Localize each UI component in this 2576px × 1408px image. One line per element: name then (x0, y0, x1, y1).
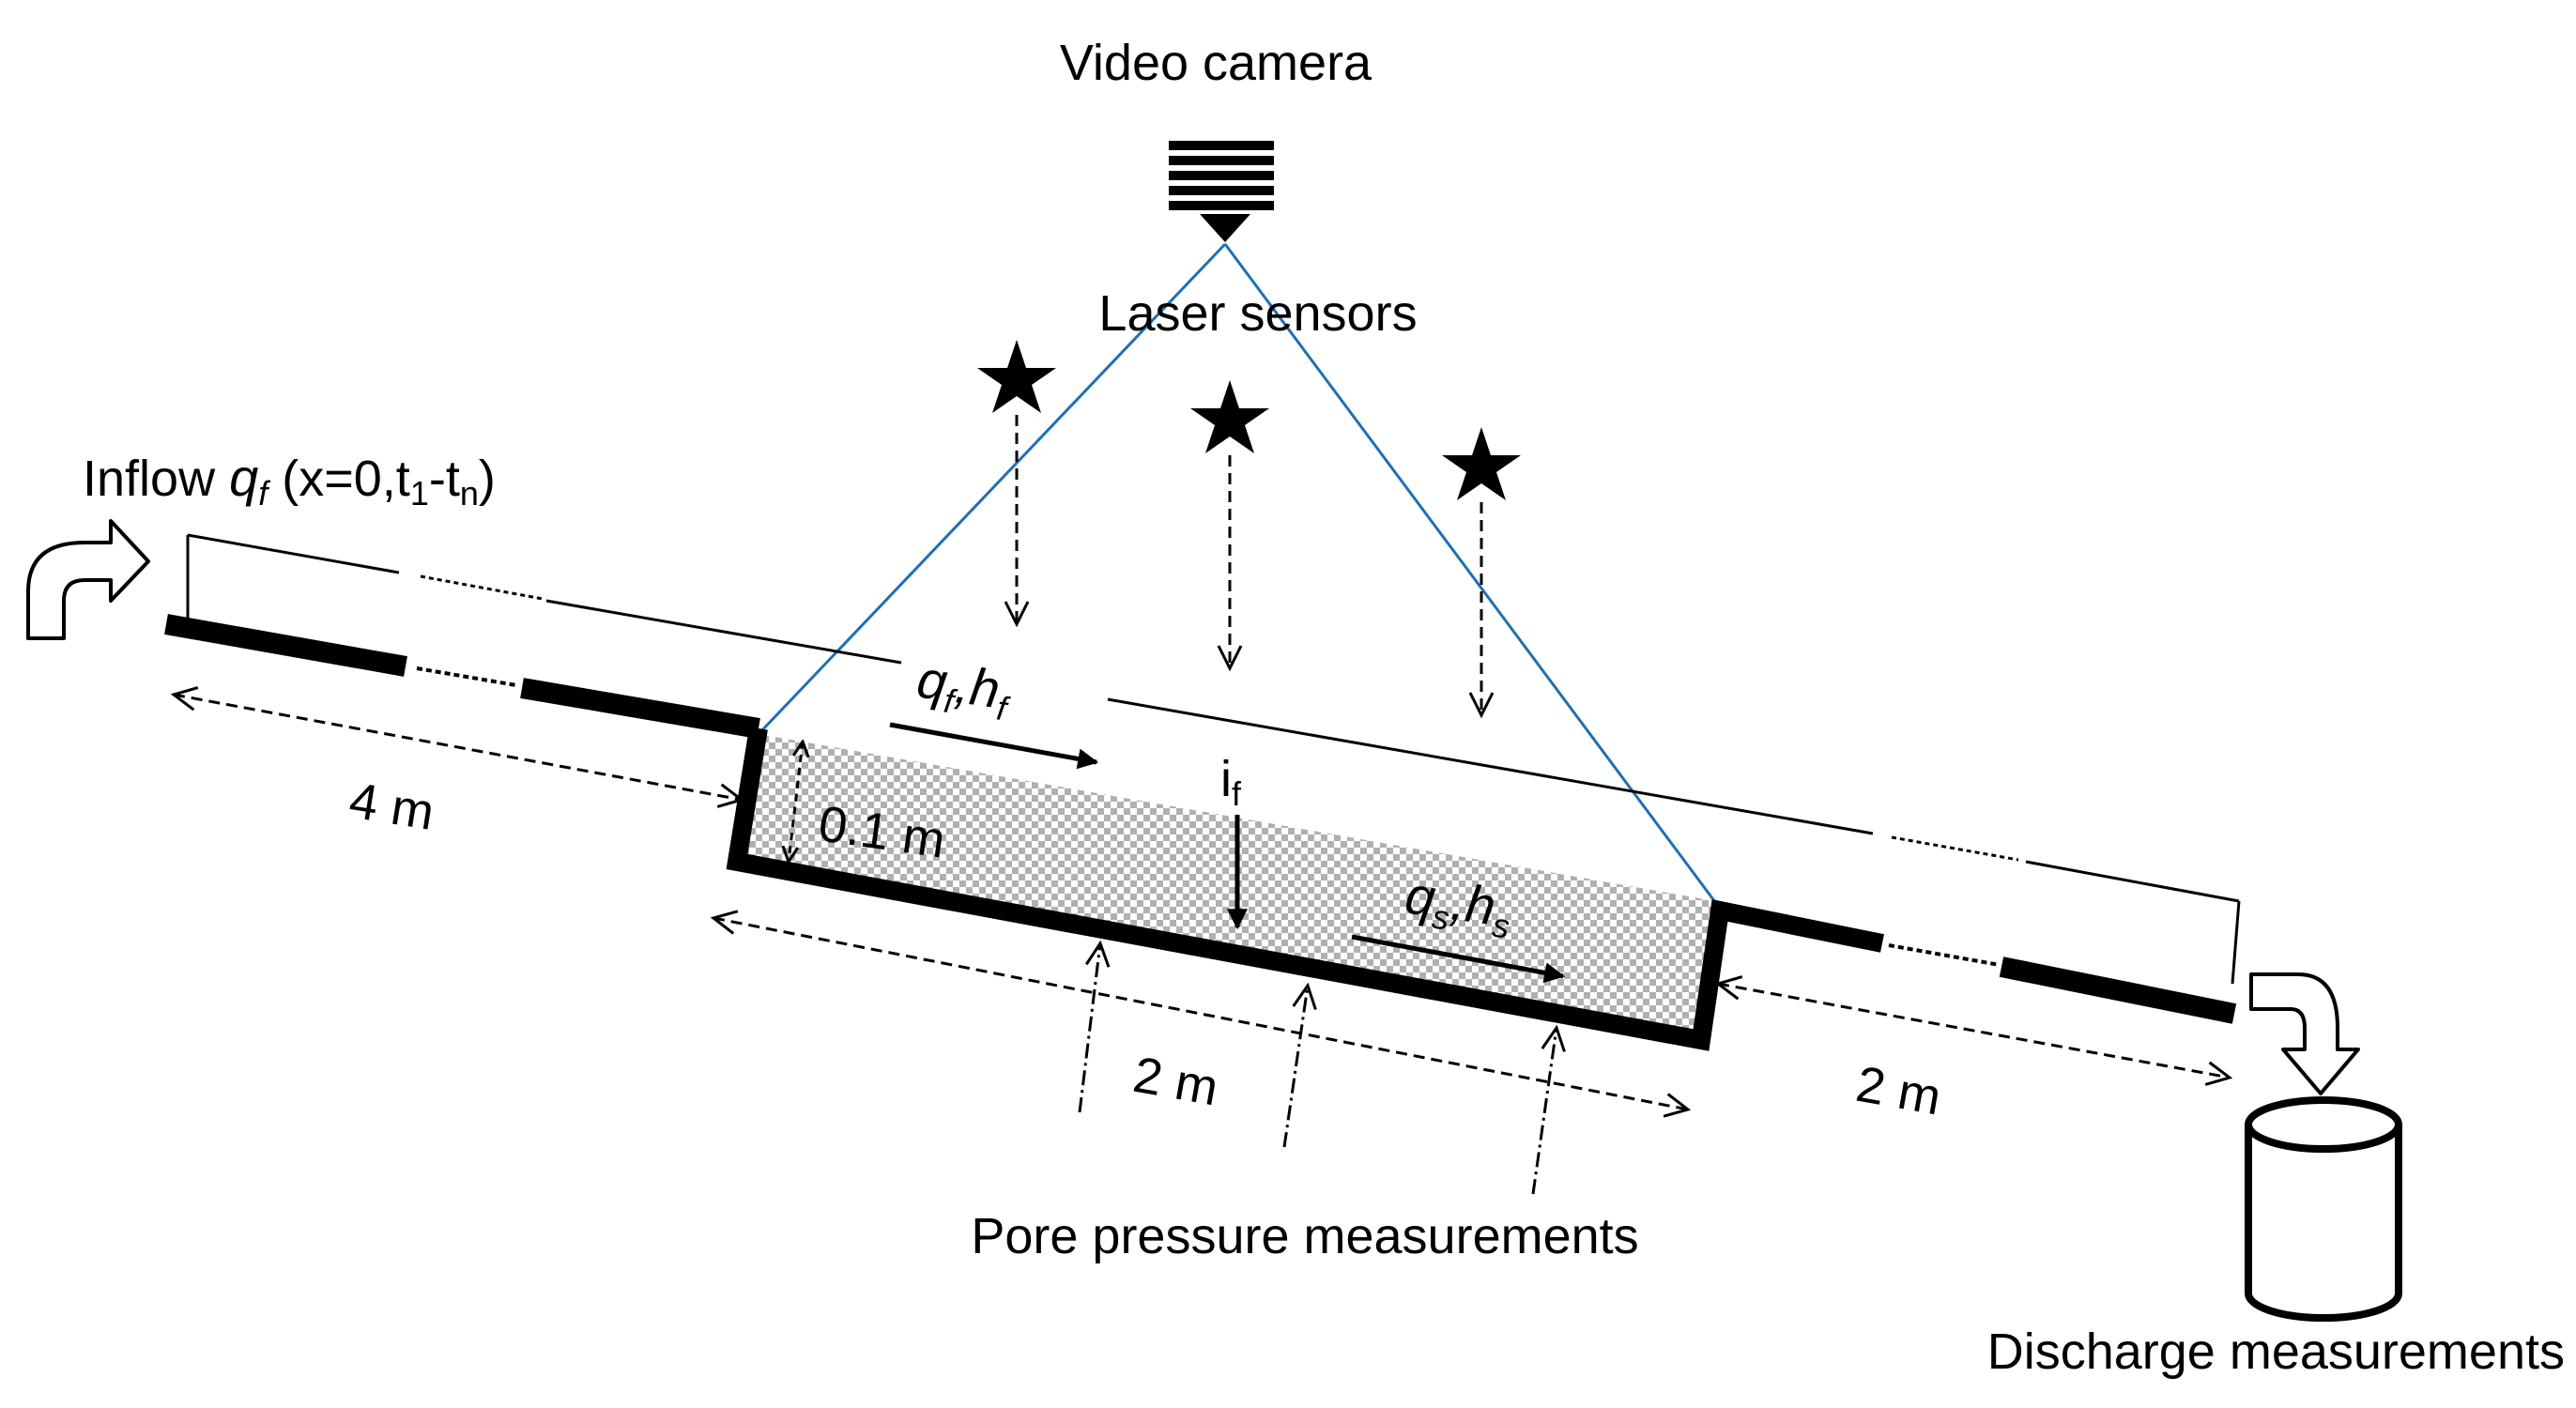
video-camera-icon (1169, 141, 1274, 242)
dimension-2m-bed-arrow (713, 918, 1688, 1110)
cylinder-container-icon (2245, 1096, 2402, 1322)
dimension-01m-arrow (789, 742, 803, 862)
dimension-2m-downstream-arrow (1718, 984, 2230, 1078)
flume-top-wall (186, 533, 2241, 985)
outflow-arrow-icon (2249, 972, 2360, 1095)
video-camera-label: Video camera (1060, 35, 1372, 91)
subsurface-flow-label: qs,hs (1401, 865, 1516, 945)
star-icon (1442, 427, 1521, 500)
inflow-label: Inflow qf (x=0,t1-tn) (83, 448, 496, 513)
inflow-arrow-icon (26, 519, 150, 640)
star-icon (1190, 380, 1269, 453)
dimension-2m-downstream-label: 2 m (1852, 1056, 1945, 1126)
surface-flow-arrow (889, 722, 1099, 770)
star-icon (977, 340, 1056, 413)
surface-flow-label: qf,hf (912, 649, 1017, 727)
pore-pressure-label: Pore pressure measurements (971, 1208, 1638, 1264)
pore-pressure-arrows (1078, 943, 1556, 1195)
laser-sensor-middle (1190, 380, 1269, 668)
dimension-4m-label: 4 m (345, 773, 437, 841)
laser-sensor-left (977, 340, 1056, 624)
dimension-4m-arrow (174, 695, 742, 800)
laser-sensors-label: Laser sensors (1098, 285, 1417, 342)
discharge-label: Discharge measurements (1987, 1324, 2565, 1380)
laser-sensor-right (1442, 427, 1521, 715)
infiltration-label: if (1220, 751, 1242, 813)
subsurface-flow-arrow (1351, 934, 1566, 984)
dimension-2m-bed-label: 2 m (1129, 1047, 1222, 1117)
